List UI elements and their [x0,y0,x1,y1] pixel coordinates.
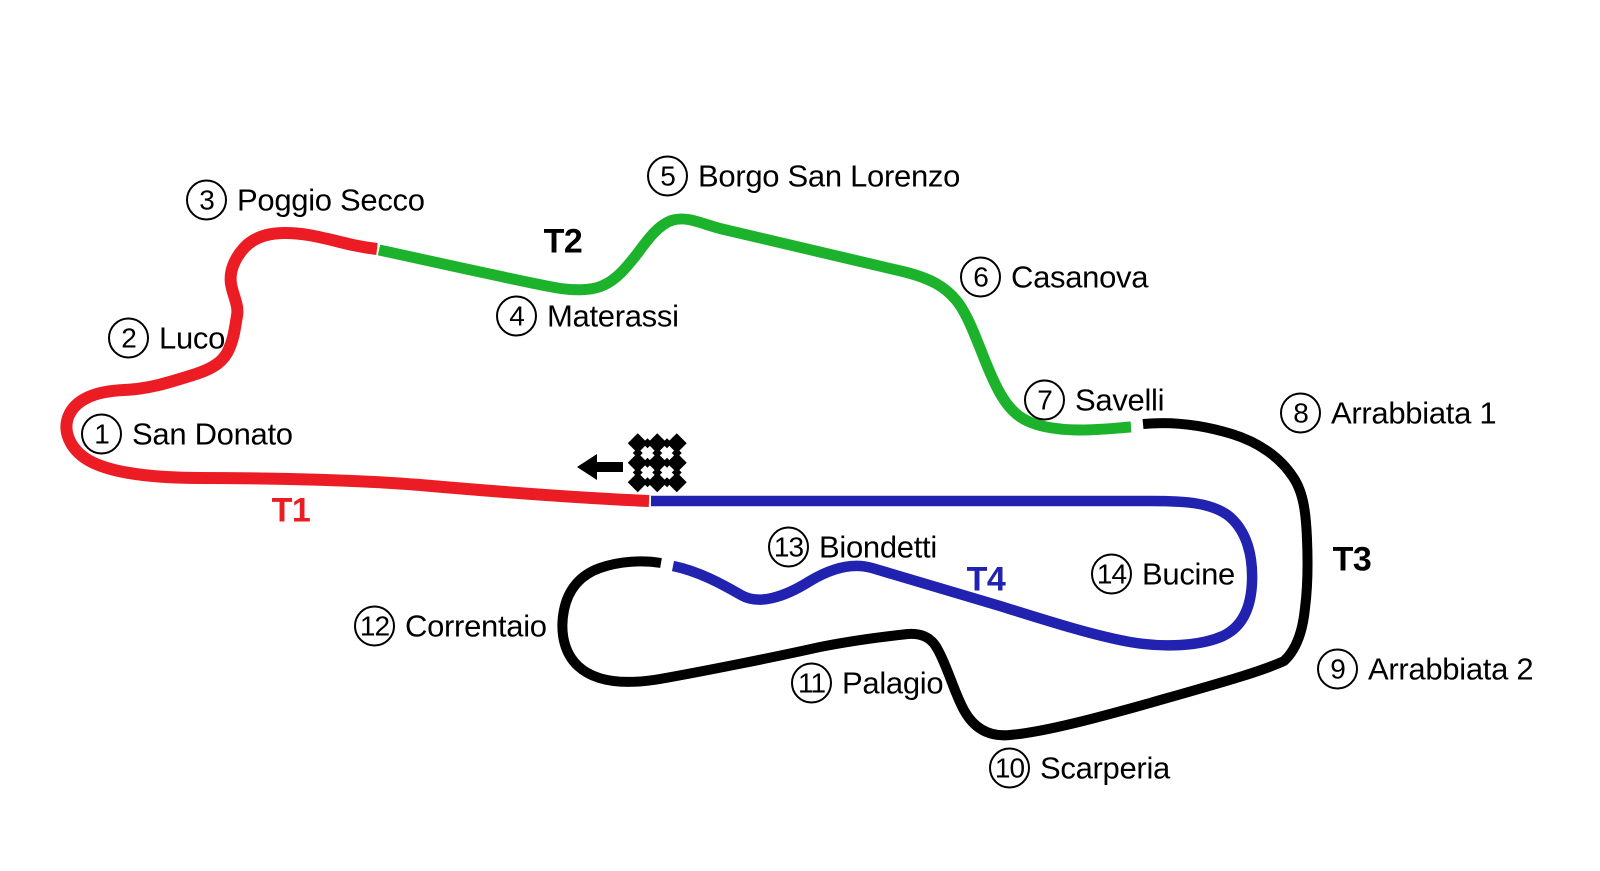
corner-name: Borgo San Lorenzo [698,158,961,193]
corner-number: 10 [989,747,1030,789]
corner-number: 6 [960,256,1001,298]
corner-label-12: 12 Correntaio [354,605,547,647]
corner-number: 4 [496,295,537,337]
corner-number: 7 [1024,379,1065,421]
corner-name: Casanova [1011,259,1149,294]
corner-number: 1 [81,413,122,455]
corner-label-2: 2 Luco [108,317,226,359]
corner-label-13: 13 Biondetti [768,526,937,568]
corner-number: 2 [108,317,149,359]
corner-name: Materassi [547,298,679,333]
corner-label-11: 11 Palagio [791,662,944,704]
corner-label-4: 4 Materassi [496,295,679,337]
corner-name: Biondetti [819,529,937,564]
corner-label-10: 10 Scarperia [989,747,1170,789]
corner-name: Correntaio [405,608,547,643]
corner-number: 3 [186,179,227,221]
checkered-flag-icon [627,433,687,493]
corner-name: San Donato [132,416,293,451]
corner-label-1: 1 San Donato [81,413,293,455]
corner-name: Savelli [1075,382,1165,417]
corner-label-14: 14 Bucine [1091,553,1235,595]
track-sector-t4 [651,495,1258,651]
sector-label-t2: T2 [543,222,583,261]
corner-label-9: 9 Arrabbiata 2 [1317,648,1534,690]
corner-name: Bucine [1142,556,1235,591]
sector-label-t1: T1 [271,491,311,530]
corner-name: Arrabbiata 2 [1368,651,1534,686]
track-sector-t1 [60,227,650,507]
corner-number: 5 [647,155,688,197]
sector-label-t4: T4 [966,560,1006,599]
corner-number: 13 [768,526,809,568]
corner-name: Arrabbiata 1 [1331,395,1497,430]
corner-label-3: 3 Poggio Secco [186,179,425,221]
corner-label-8: 8 Arrabbiata 1 [1280,392,1497,434]
corner-label-6: 6 Casanova [960,256,1149,298]
corner-name: Poggio Secco [237,182,425,217]
track-sector-t3 [557,418,1313,741]
corner-name: Luco [159,320,226,355]
corner-number: 14 [1091,553,1132,595]
direction-arrow-icon [577,454,623,480]
sector-label-t3: T3 [1332,540,1372,579]
corner-number: 11 [791,662,832,704]
corner-number: 8 [1280,392,1321,434]
corner-number: 12 [354,605,395,647]
track-sector-t2 [377,213,1132,436]
corner-label-5: 5 Borgo San Lorenzo [647,155,961,197]
corner-number: 9 [1317,648,1358,690]
corner-name: Scarperia [1040,750,1170,785]
corner-name: Palagio [842,665,944,700]
corner-label-7: 7 Savelli [1024,379,1165,421]
